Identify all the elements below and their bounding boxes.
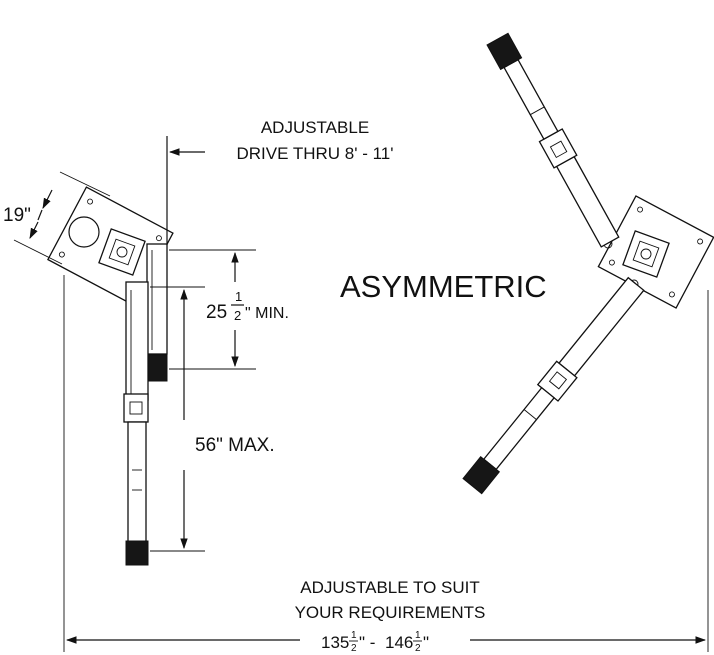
plate-width-dimension bbox=[13, 171, 111, 265]
range-frac-den-2: 2 bbox=[415, 643, 421, 654]
range-frac-num-2: 1 bbox=[415, 630, 421, 641]
left-column-post bbox=[68, 216, 100, 248]
max-dimension-label: 56" MAX. bbox=[195, 435, 275, 456]
range-frac-num-1: 1 bbox=[351, 630, 357, 641]
right-upper-arm-pad bbox=[486, 32, 523, 71]
range-start-whole: 135 bbox=[321, 633, 349, 652]
adjustable-note-line1: ADJUSTABLE TO SUIT bbox=[300, 578, 480, 597]
range-end-whole: 146 bbox=[385, 633, 413, 652]
right-lower-arm-pad bbox=[462, 456, 501, 495]
drive-thru-dimension bbox=[166, 136, 205, 245]
min-whole: 25 bbox=[206, 302, 227, 323]
min-dimension-label: 25 1 2 " MIN. bbox=[206, 289, 289, 323]
plate-width-label: 19" bbox=[3, 205, 31, 226]
diagram-title: ASYMMETRIC bbox=[340, 269, 547, 304]
drive-thru-label-line2: DRIVE THRU 8' - 11' bbox=[236, 144, 393, 163]
drive-thru-label-line1: ADJUSTABLE bbox=[261, 118, 369, 137]
left-column-assembly bbox=[47, 186, 174, 566]
min-suffix: " MIN. bbox=[245, 305, 289, 322]
left-long-arm bbox=[123, 281, 149, 566]
right-column-assembly bbox=[462, 32, 714, 495]
left-long-arm-pad bbox=[125, 540, 149, 566]
right-upper-arm bbox=[486, 32, 620, 248]
overall-range-label: 135 1 2 " - 146 1 2 " bbox=[321, 630, 429, 654]
range-end-suffix: " bbox=[423, 633, 429, 652]
overall-width-dimension bbox=[63, 275, 709, 652]
left-short-arm bbox=[146, 243, 168, 382]
min-frac-den: 2 bbox=[234, 308, 241, 323]
min-frac-num: 1 bbox=[235, 289, 242, 304]
adjustable-note-line2: YOUR REQUIREMENTS bbox=[295, 603, 486, 622]
range-separator: " - bbox=[359, 633, 380, 652]
max-dimension bbox=[150, 286, 205, 552]
range-frac-den-1: 2 bbox=[351, 643, 357, 654]
left-swing-hub bbox=[98, 228, 160, 294]
right-lower-arm bbox=[462, 276, 645, 495]
left-short-arm-pad bbox=[146, 354, 168, 382]
